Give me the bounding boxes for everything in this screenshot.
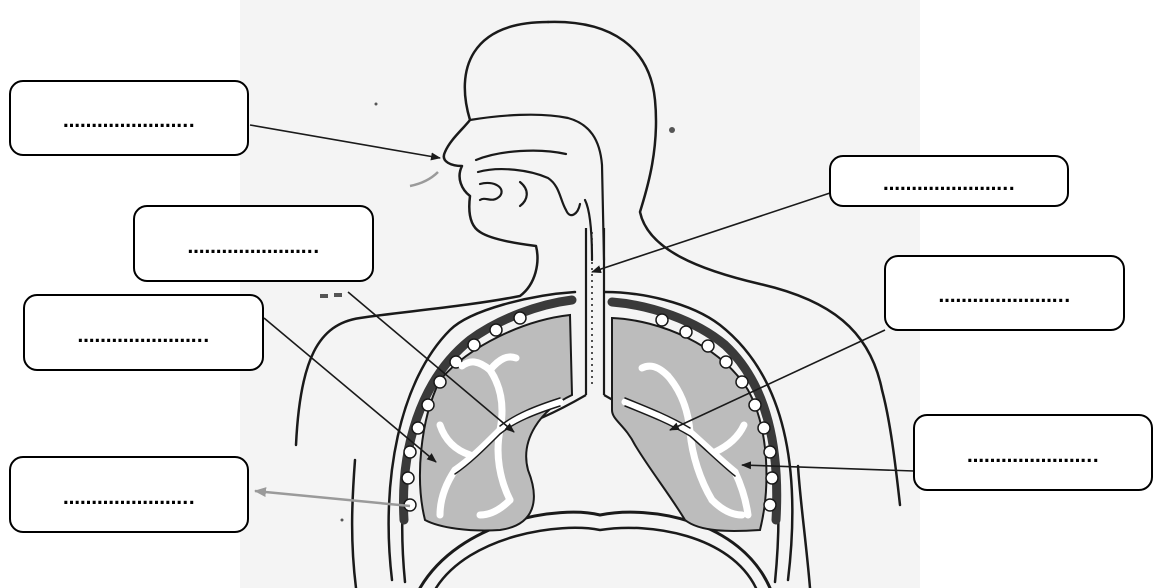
label-box-bronchiole-left[interactable]: ………………….. [23, 294, 264, 371]
label-box-bronchus-left[interactable]: ………………….. [133, 205, 374, 282]
label-box-nose[interactable]: ………………….. [9, 80, 249, 156]
label-box-diaphragm[interactable]: ………………….. [9, 456, 249, 533]
label-blank: ………………….. [188, 238, 320, 258]
label-blank: ………………….. [63, 489, 195, 509]
label-box-lung[interactable]: ………………….. [913, 414, 1153, 491]
label-box-bronchus-right[interactable]: ………………….. [884, 255, 1125, 331]
label-blank: ………………….. [939, 287, 1071, 307]
label-blank: ………………….. [63, 112, 195, 132]
label-blank: ………………….. [883, 175, 1015, 195]
label-box-trachea[interactable]: ………………….. [829, 155, 1069, 207]
label-blank: ………………….. [78, 327, 210, 347]
label-blank: ………………….. [967, 447, 1099, 467]
